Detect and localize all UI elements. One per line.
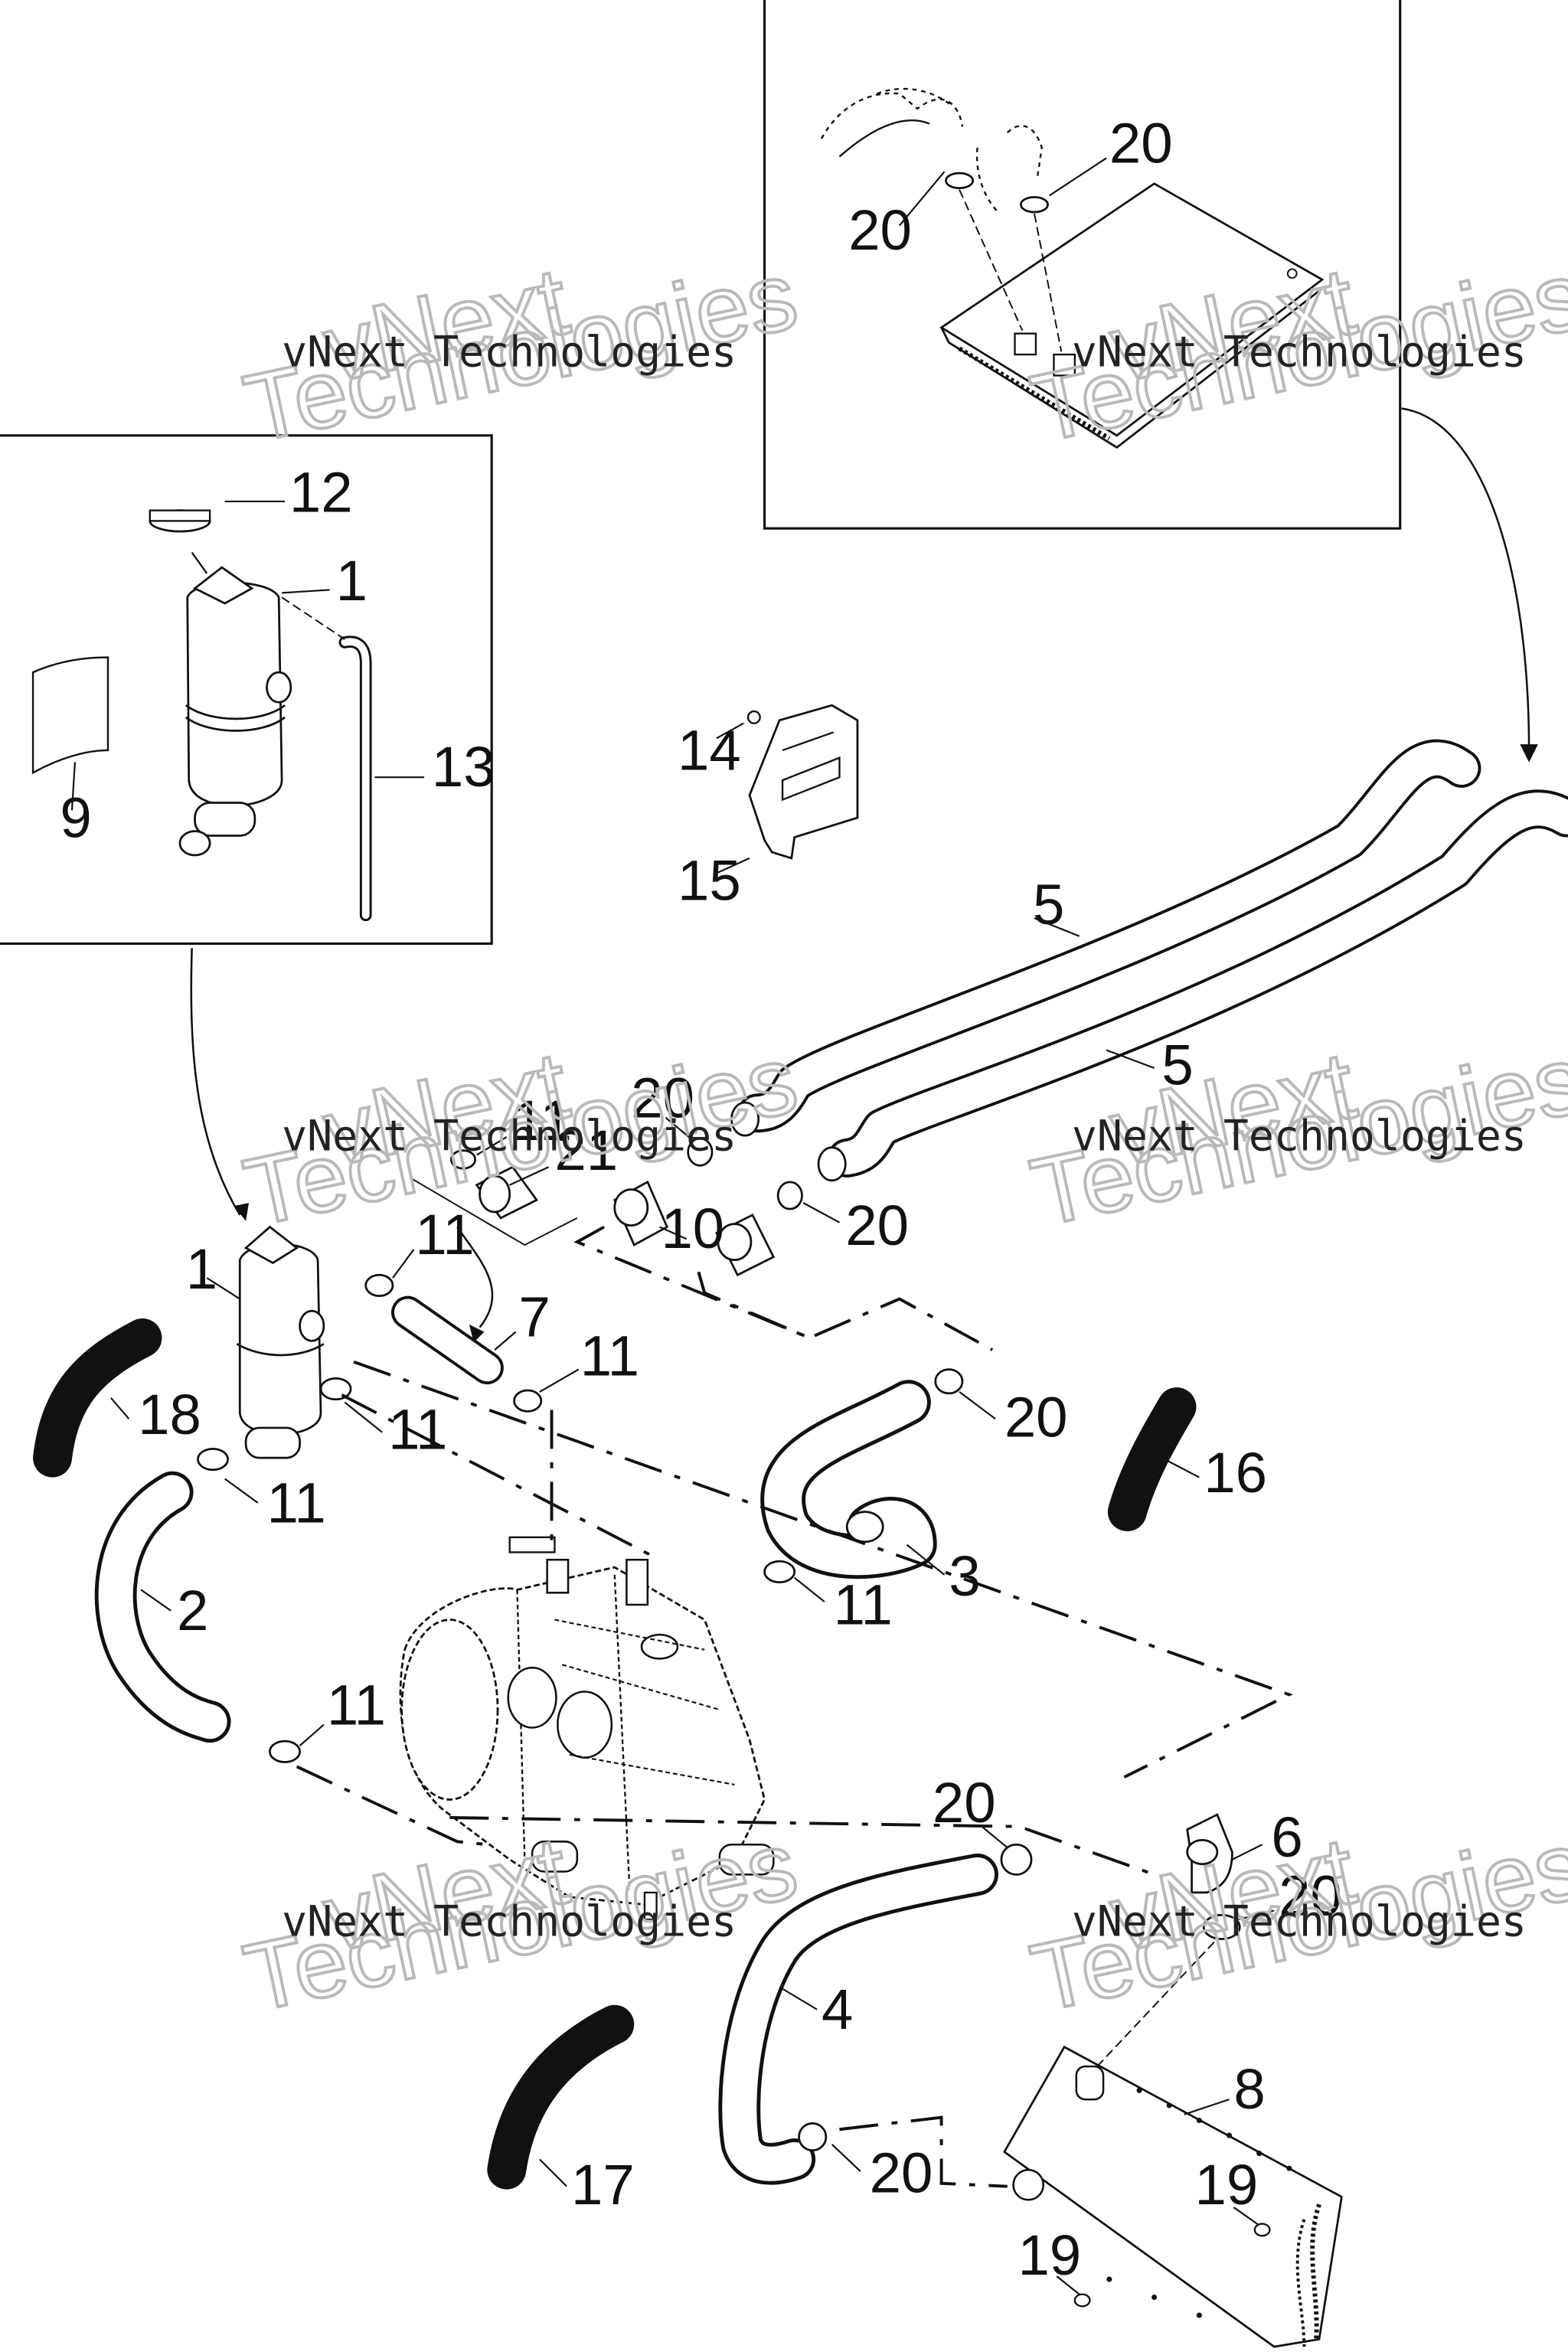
- reservoir-assembly-inset: [31, 509, 372, 922]
- arrow-from-radiator-inset: [1401, 407, 1530, 750]
- callout-12: 12: [289, 461, 353, 524]
- callout-11-c: 11: [580, 1324, 639, 1387]
- watermark-text-3: vNext Technologies: [282, 1112, 737, 1161]
- callout-8: 8: [1233, 2057, 1265, 2121]
- callout-9: 9: [60, 786, 91, 850]
- mounting-bracket-15: [748, 704, 859, 860]
- callout-1-inset: 1: [336, 549, 368, 612]
- fitting-21: [475, 1165, 539, 1220]
- hose-2: [94, 1471, 231, 1743]
- callout-20-top-a: 20: [848, 198, 912, 262]
- watermark-text-6: vNext Technologies: [1072, 1897, 1527, 1946]
- clamp-11-f: [763, 1560, 796, 1583]
- clamp-ring-20-low-c: [798, 2122, 828, 2152]
- hose-3: [760, 1380, 937, 1579]
- hose-5-lower: [827, 789, 1568, 1178]
- hose-5-upper: [737, 739, 1481, 1133]
- clamp-ring-20-low-a: [1000, 1843, 1033, 1876]
- callout-20-low-c: 20: [870, 2141, 933, 2204]
- clamp-ring-20-mid-a: [687, 1137, 714, 1167]
- radiator-inset-box: [763, 0, 1402, 530]
- callout-18: 18: [138, 1383, 201, 1446]
- callout-labels: 12 1 13 9 14 15 5 5 20 20 20 20 10 11 21…: [60, 111, 1342, 2287]
- callout-19-b: 19: [1018, 2223, 1081, 2287]
- screw-14: [746, 710, 761, 724]
- elbow-fitting-6: [1186, 1813, 1233, 1894]
- watermark-text-1: vNext Technologies: [282, 328, 737, 377]
- screw-19-a: [1253, 2223, 1271, 2237]
- clamp-11-b: [364, 1273, 394, 1298]
- watermark-text-2: vNext Technologies: [1072, 328, 1527, 377]
- callout-3: 3: [949, 1544, 980, 1608]
- callout-2: 2: [177, 1579, 208, 1642]
- callout-16: 16: [1204, 1441, 1267, 1504]
- connector-tube-10-b: [715, 1214, 776, 1277]
- clamp-ring-20-mid-b: [776, 1181, 803, 1210]
- clamp-ring-20-b: [1019, 196, 1049, 214]
- clamp-ring-20-low-b: [1202, 1913, 1241, 1940]
- heat-exchanger-8: [1003, 2045, 1343, 2348]
- callout-11-b: 11: [415, 1203, 474, 1266]
- radiator-assembly-inset: [820, 87, 1325, 449]
- callout-1-main: 1: [186, 1237, 217, 1301]
- callout-20-low-b: 20: [1279, 1864, 1342, 1927]
- callout-11-e: 11: [267, 1471, 326, 1534]
- connector-tube-10-a: [612, 1180, 669, 1246]
- callout-10: 10: [661, 1197, 724, 1260]
- clamp-11-top: [449, 1149, 477, 1170]
- arrow-from-reservoir-inset: [190, 948, 241, 1216]
- screw-19-b: [1073, 2293, 1091, 2308]
- callout-20-top-b: 20: [1109, 111, 1173, 175]
- callout-20-mid-a: 20: [631, 1067, 694, 1130]
- callout-11-a: 11: [513, 1089, 572, 1152]
- ribbed-hose-16: [1107, 1387, 1197, 1532]
- callout-5-b: 5: [1161, 1034, 1193, 1097]
- reservoir-tank-1: [236, 1225, 325, 1459]
- callout-11-g: 11: [327, 1674, 386, 1737]
- callout-20-low-a: 20: [933, 1771, 996, 1834]
- callout-11-f: 11: [834, 1573, 893, 1636]
- clamp-11-c: [513, 1389, 543, 1413]
- callout-20-mid-b: 20: [845, 1194, 909, 1257]
- hose-4: [718, 1853, 998, 2185]
- ribbed-hose-18: [33, 1318, 162, 1478]
- clamp-ring-20-a: [945, 172, 975, 190]
- callout-7: 7: [518, 1285, 550, 1348]
- decal-9: [31, 656, 109, 775]
- callout-19-a: 19: [1194, 2153, 1258, 2216]
- callout-20-mid-c: 20: [1004, 1386, 1068, 1449]
- callout-15: 15: [678, 849, 741, 913]
- ribbed-hose-17: [487, 2004, 635, 2190]
- callout-14: 14: [678, 718, 741, 782]
- callout-4: 4: [822, 1978, 853, 2041]
- clamp-ring-20-mid-c: [934, 1368, 964, 1395]
- callout-6: 6: [1271, 1805, 1302, 1869]
- callout-17: 17: [571, 2153, 635, 2216]
- watermark-text-5: vNext Technologies: [282, 1897, 737, 1946]
- hose-7: [391, 1295, 504, 1385]
- watermark-text-4: vNext Technologies: [1072, 1112, 1527, 1161]
- callout-5-a: 5: [1033, 873, 1064, 936]
- callout-13: 13: [432, 735, 495, 799]
- callout-11-d: 11: [388, 1397, 447, 1461]
- leader-lines: [70, 157, 1275, 2295]
- clamp-11-e: [197, 1447, 229, 1472]
- callout-21: 21: [554, 1119, 618, 1182]
- clamp-11-g: [269, 1740, 301, 1763]
- reservoir-inset-box: [0, 434, 493, 946]
